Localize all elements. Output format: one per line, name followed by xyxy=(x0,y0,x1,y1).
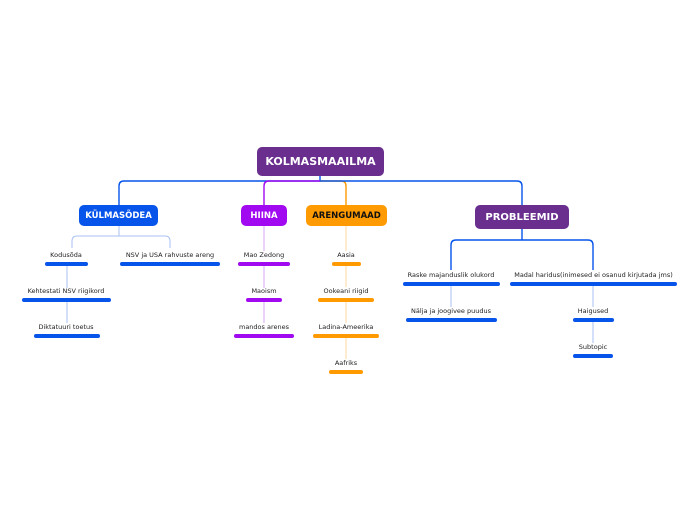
topic-hiina[interactable]: HIINA xyxy=(241,205,287,226)
subtopic-subtopic[interactable]: Subtopic xyxy=(578,343,608,351)
subtopic-mao-zedong[interactable]: Mao Zedong xyxy=(243,251,285,259)
subtopic-ladina-ameerika[interactable]: Ladina-Ameerika xyxy=(318,323,374,331)
subtopic-underline xyxy=(406,318,497,322)
subtopic-underline xyxy=(22,298,111,302)
subtopic-underline xyxy=(332,262,361,266)
connector-kulm-children xyxy=(71,226,171,248)
connector-prob-children xyxy=(450,229,594,270)
subtopic-raske-majanduslik[interactable]: Raske majanduslik olukord xyxy=(407,271,495,279)
connector-root-probleemid xyxy=(320,180,523,205)
subtopic-underline xyxy=(403,282,500,286)
connector-root-arengumaad xyxy=(320,180,347,205)
subtopic-nalja-joogivee[interactable]: Nälja ja joogivee puudus xyxy=(411,307,491,315)
subtopic-underline xyxy=(573,318,614,322)
root-node[interactable]: KOLMASMAAILMA xyxy=(257,147,384,176)
subtopic-underline xyxy=(329,370,363,374)
subtopic-underline xyxy=(120,262,220,266)
topic-probleemid[interactable]: PROBLEEMID xyxy=(475,205,569,229)
subtopic-aasia[interactable]: Aasia xyxy=(337,251,355,259)
subtopic-mandos-arenes[interactable]: mandos arenes xyxy=(238,323,289,331)
topic-kulmasoda[interactable]: KÜLMASÕDEA xyxy=(79,205,158,226)
subtopic-maoism[interactable]: Maoism xyxy=(251,287,277,295)
topic-arengumaad[interactable]: ARENGUMAAD xyxy=(306,205,387,226)
connector-root-hiina xyxy=(263,180,320,205)
subtopic-underline xyxy=(238,262,290,266)
subtopic-underline xyxy=(34,334,100,338)
subtopic-underline xyxy=(313,334,379,338)
subtopic-nsv-usa[interactable]: NSV ja USA rahvuste areng xyxy=(125,251,215,259)
subtopic-underline xyxy=(573,354,613,358)
subtopic-kehtestati[interactable]: Kehtestati NSV riigikord xyxy=(27,287,105,295)
subtopic-kodusoda[interactable]: Kodusõda xyxy=(50,251,82,259)
subtopic-ookeani-riigid[interactable]: Ookeani riigid xyxy=(323,287,369,295)
connector-root-kulmasoda xyxy=(118,176,321,205)
subtopic-diktatuuri[interactable]: Diktatuuri toetus xyxy=(38,323,94,331)
subtopic-underline xyxy=(246,298,282,302)
subtopic-underline xyxy=(510,282,677,286)
subtopic-underline xyxy=(318,298,374,302)
subtopic-underline xyxy=(234,334,294,338)
subtopic-underline xyxy=(45,262,88,266)
subtopic-haigused[interactable]: Haigused xyxy=(577,307,609,315)
subtopic-madal-haridus[interactable]: Madal haridus(inimesed ei osanud kirjuta… xyxy=(514,271,673,279)
subtopic-aafriks[interactable]: Aafriks xyxy=(334,359,358,367)
